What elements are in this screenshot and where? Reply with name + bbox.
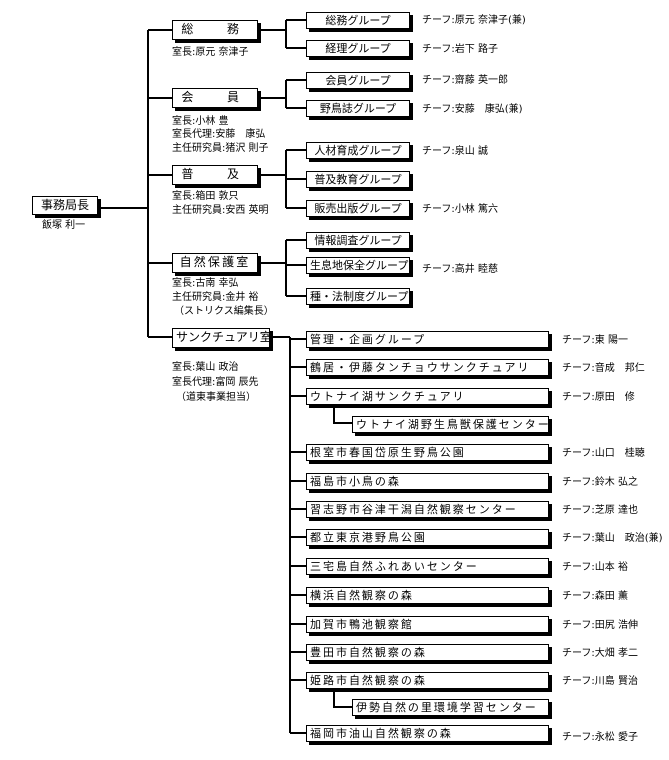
chief-yatsu: チーフ:芝原 達也 <box>562 505 638 516</box>
chief-training: チーフ:泉山 誠 <box>422 146 488 157</box>
group-habitat: 生息地保全グループ <box>306 257 410 274</box>
group-general-affairs: 総務グループ <box>306 12 410 29</box>
sanctuary-tsurui-ito: 鶴居・伊藤タンチョウサンクチュアリ <box>306 359 549 376</box>
chief-miyakejima: チーフ:山本 裕 <box>562 562 628 573</box>
chief-general-affairs: チーフ:原元 奈津子(兼) <box>422 15 526 26</box>
chief-tsurui-ito: チーフ:音成 邦仁 <box>562 363 645 374</box>
room-outreach: 普 及 室 <box>172 165 258 185</box>
chief-accounting: チーフ:岩下 路子 <box>422 44 498 55</box>
room-sanctuary-staff-0: 室長:葉山 政治 <box>172 362 239 373</box>
group-education: 普及教育グループ <box>306 171 410 188</box>
group-research: 情報調査グループ <box>306 232 410 249</box>
center-utonai-wildlife: ウトナイ湖野生鳥獣保護センター <box>352 416 549 433</box>
room-sanctuary-staff-2: （道東事業担当） <box>176 392 256 403</box>
chief-nemuro: チーフ:山口 桂聴 <box>562 448 645 459</box>
room-outreach-staff-0: 室長:箱田 敦只 <box>172 191 239 202</box>
room-membership: 会 員 室 <box>172 88 258 108</box>
hall-kaga-kamoike: 加賀市鴨池観察館 <box>306 616 549 633</box>
director-name: 飯塚 利一 <box>42 220 86 231</box>
room-conservation: 自然保護室 <box>172 253 258 273</box>
forest-toyota: 豊田市自然観察の森 <box>306 644 549 661</box>
forest-fukuoka-aburayama: 福岡市油山自然観察の森 <box>306 725 549 742</box>
group-training: 人材育成グループ <box>306 142 410 159</box>
chief-toyota: チーフ:大畑 孝二 <box>562 648 638 659</box>
chief-habitat: チーフ:高井 睦慈 <box>422 264 498 275</box>
chief-publishing: チーフ:小林 篤六 <box>422 204 498 215</box>
group-membership: 会員グループ <box>306 72 410 89</box>
room-sanctuary-staff-1: 室長代理:富岡 辰先 <box>172 377 259 388</box>
chief-kaga: チーフ:田尻 浩伸 <box>562 620 638 631</box>
room-outreach-staff-1: 主任研究員:安西 英明 <box>172 205 269 216</box>
park-tokyo-port: 都立東京港野鳥公園 <box>306 529 549 546</box>
director-box: 事務局長 <box>32 196 98 215</box>
chief-fukuoka: チーフ:永松 愛子 <box>562 732 638 743</box>
center-miyakejima: 三宅島自然ふれあいセンター <box>306 558 549 575</box>
room-membership-staff-0: 室長:小林 豊 <box>172 116 229 127</box>
group-accounting: 経理グループ <box>306 40 410 57</box>
chief-himeji: チーフ:川島 賢治 <box>562 676 638 687</box>
chief-fukushima: チーフ:鈴木 弘之 <box>562 477 638 488</box>
room-conservation-staff-1: 主任研究員:金井 裕 <box>172 292 259 303</box>
room-general-affairs: 総 務 室 <box>172 20 258 40</box>
room-conservation-staff-0: 室長:古南 幸弘 <box>172 278 239 289</box>
room-sanctuary: サンクチュアリ室 <box>172 328 270 348</box>
center-ise-shizen-no-sato: 伊勢自然の里環境学習センター <box>352 699 549 716</box>
room-general-affairs-staff-0: 室長:原元 奈津子 <box>172 47 249 58</box>
group-species-law: 種・法制度グループ <box>306 288 410 305</box>
chief-yokohama: チーフ:森田 薫 <box>562 591 628 602</box>
forest-himeji: 姫路市自然観察の森 <box>306 672 549 689</box>
center-yatsu-higata: 習志野市谷津干潟自然観察センター <box>306 501 549 518</box>
chief-utonai: チーフ:原田 修 <box>562 392 635 403</box>
park-nemuro-shunkunitai: 根室市春国岱原生野鳥公園 <box>306 444 549 461</box>
room-membership-staff-2: 主任研究員:猪沢 則子 <box>172 143 269 154</box>
chief-magazine: チーフ:安藤 康弘(兼) <box>422 104 523 115</box>
sanctuary-utonai: ウトナイ湖サンクチュアリ <box>306 388 549 405</box>
room-conservation-staff-2: （ストリクス編集長） <box>174 306 274 317</box>
chief-tokyo-port: チーフ:葉山 政治(兼) <box>562 533 663 544</box>
group-magazine: 野鳥誌グループ <box>306 100 410 117</box>
chief-management-planning: チーフ:東 陽一 <box>562 335 628 346</box>
group-publishing: 販売出版グループ <box>306 200 410 217</box>
group-management-planning: 管理・企画グループ <box>306 331 549 348</box>
forest-yokohama: 横浜自然観察の森 <box>306 587 549 604</box>
forest-fukushima: 福島市小鳥の森 <box>306 473 549 490</box>
chief-membership: チーフ:齋藤 英一郎 <box>422 75 508 86</box>
room-membership-staff-1: 室長代理:安藤 康弘 <box>172 129 266 140</box>
